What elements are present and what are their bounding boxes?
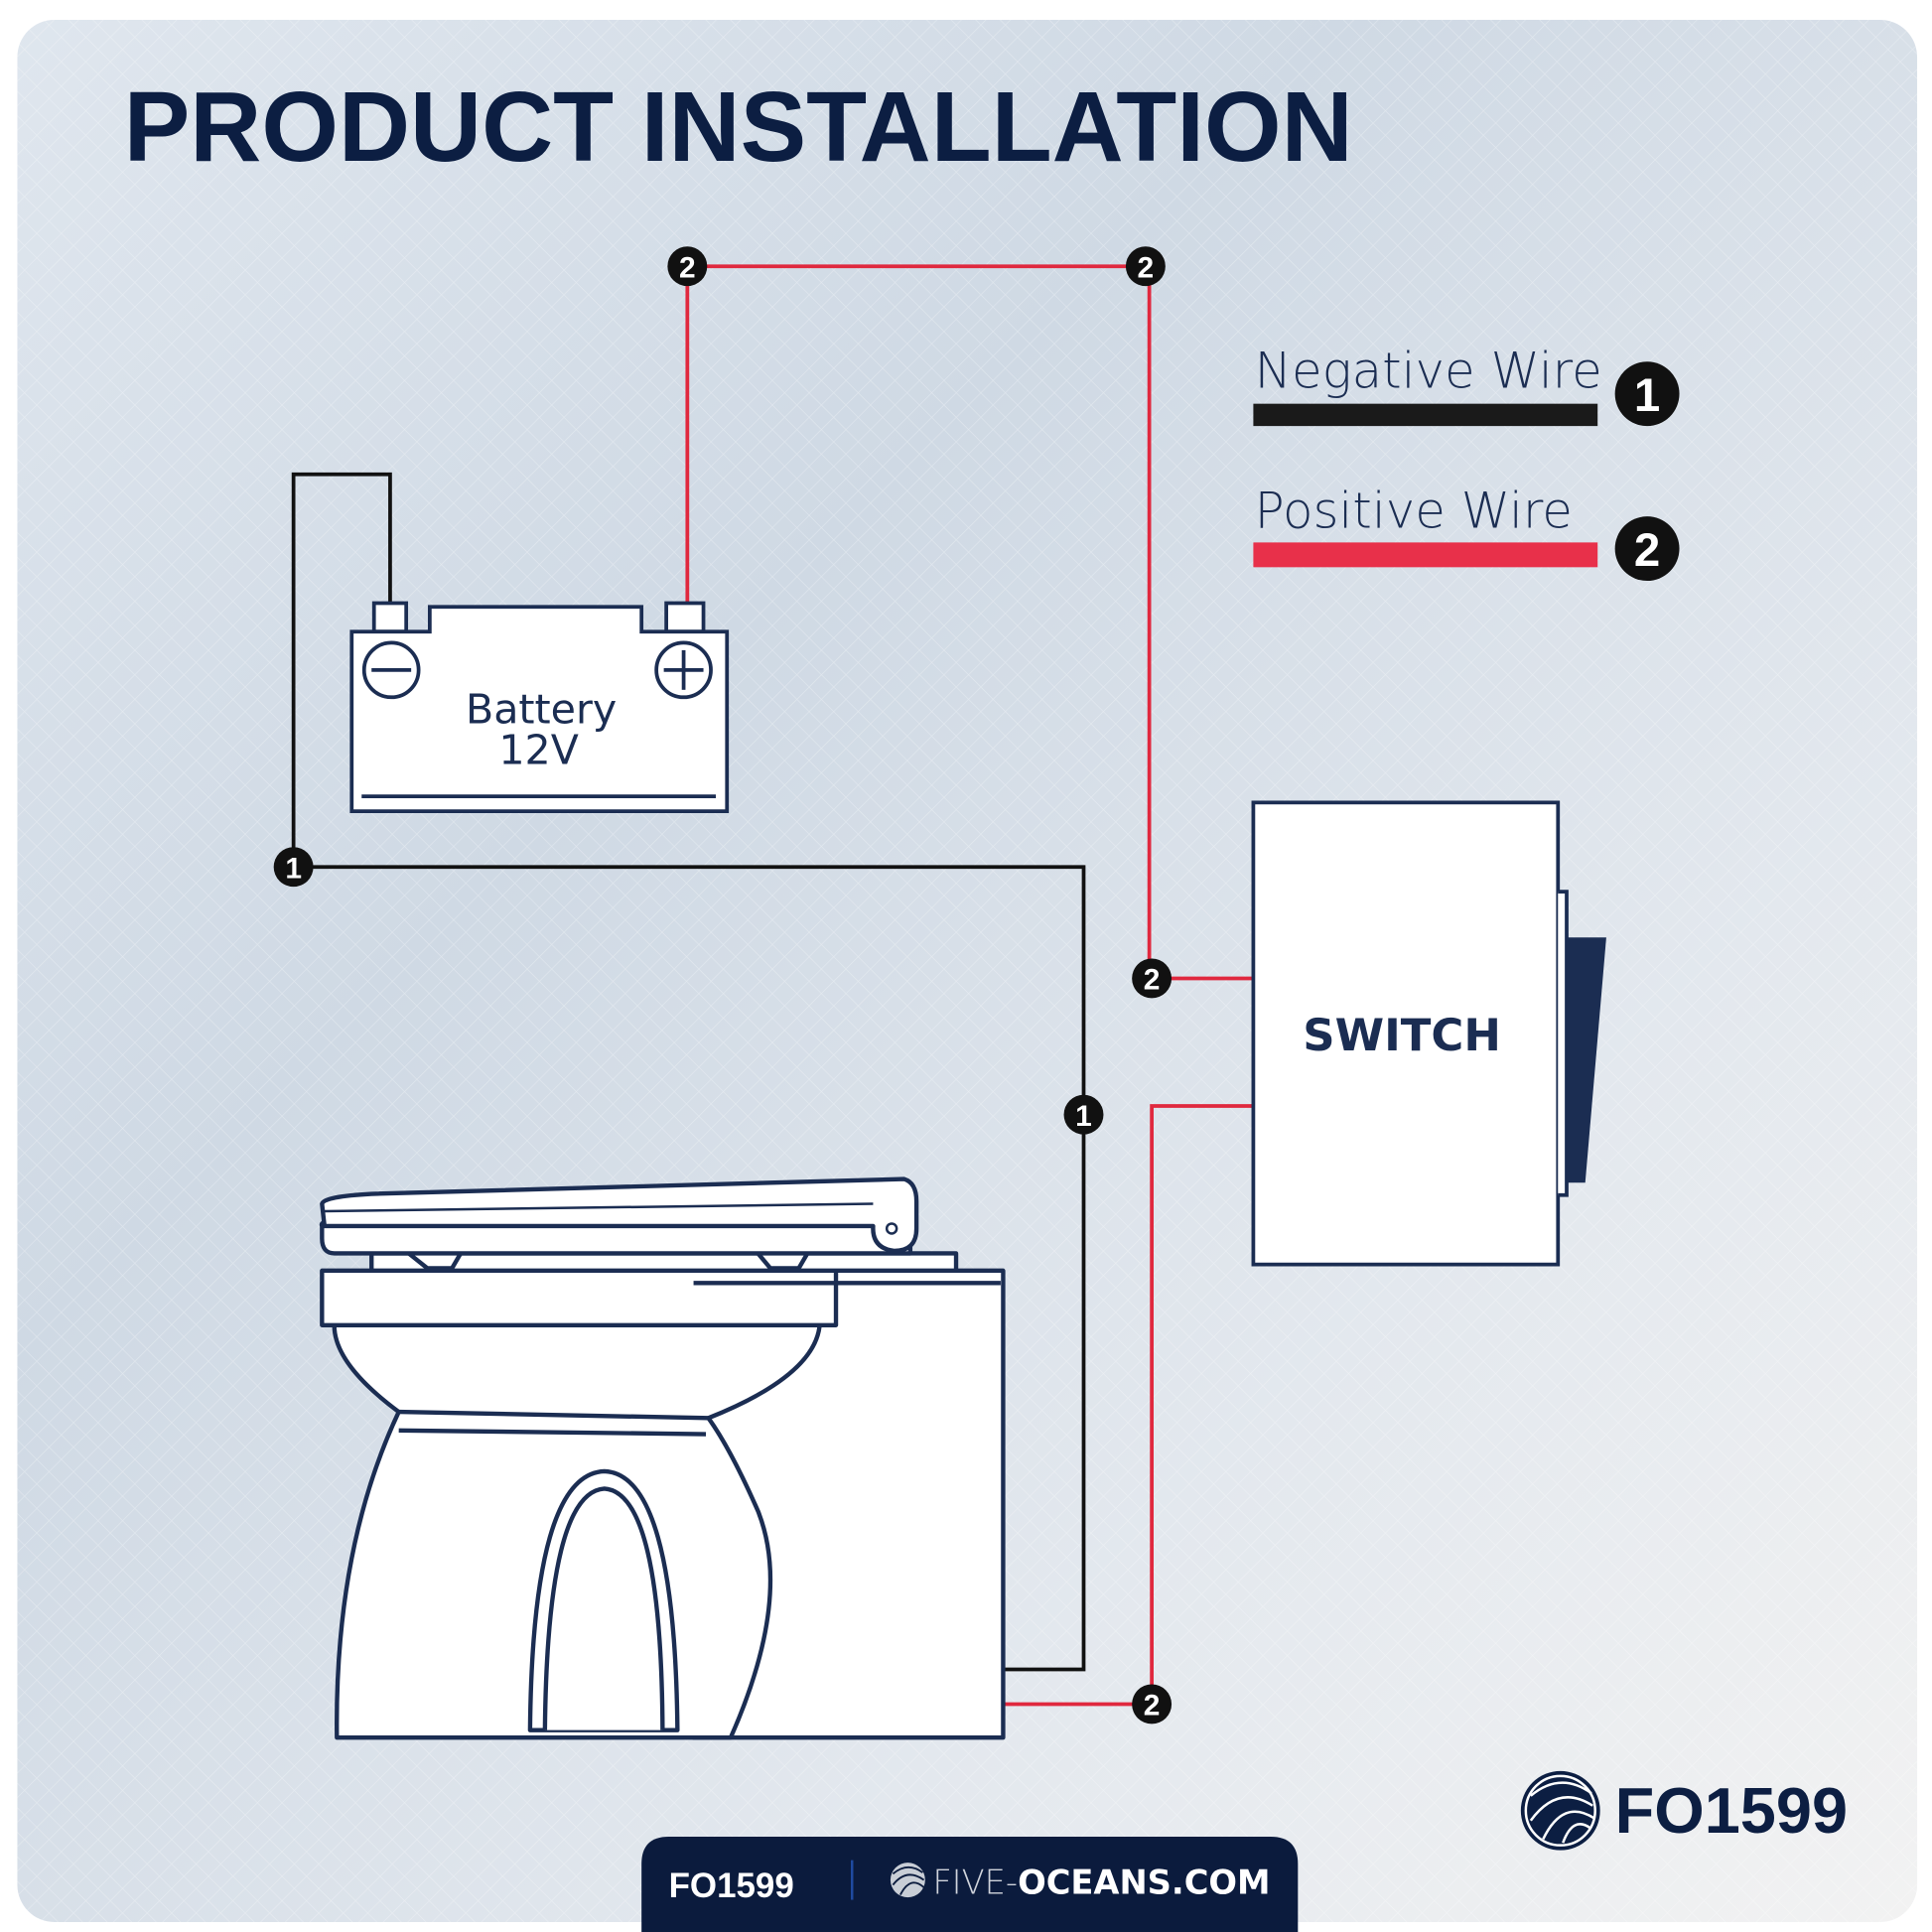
- badge-negative: 1: [273, 847, 314, 888]
- svg-text:2: 2: [679, 251, 696, 284]
- battery-label: Battery: [466, 686, 617, 734]
- toilet-icon: [319, 1176, 1006, 1740]
- footer-bar: FO1599 FIVE-OCEANS.COM: [641, 1836, 1299, 1932]
- legend-negative-label: Negative Wire: [1255, 342, 1602, 399]
- badge-negative: 1: [1063, 1094, 1104, 1135]
- legend-negative-number: 1: [1634, 369, 1660, 422]
- rocker-icon: [1567, 937, 1606, 1183]
- legend-positive-swatch: [1253, 542, 1598, 568]
- legend-negative-swatch: [1253, 403, 1598, 427]
- footer-website-link[interactable]: FIVE-OCEANS.COM: [932, 1863, 1270, 1901]
- legend-positive-label: Positive Wire: [1255, 482, 1573, 539]
- battery: [349, 601, 730, 813]
- switch-label: SWITCH: [1303, 1009, 1501, 1061]
- svg-text:2: 2: [1144, 964, 1161, 997]
- brand-logo-icon: [1520, 1770, 1600, 1851]
- positive-terminal: [664, 601, 706, 634]
- wire-badges: 2 2 1 2 1 2: [273, 246, 1173, 1725]
- badge-positive: 2: [1132, 958, 1173, 999]
- svg-text:2: 2: [1138, 251, 1155, 284]
- svg-text:2: 2: [1144, 1690, 1161, 1723]
- battery-voltage: 12V: [498, 727, 579, 774]
- product-code: FO1599: [1615, 1774, 1848, 1847]
- switch: [1251, 800, 1606, 1267]
- footer-logo-icon: [890, 1863, 925, 1898]
- legend: Negative Wire 1 Positive Wire 2: [1253, 342, 1680, 582]
- svg-text:1: 1: [1075, 1100, 1092, 1133]
- page-title: PRODUCT INSTALLATION: [124, 72, 1353, 183]
- svg-text:1: 1: [285, 852, 302, 885]
- badge-positive: 2: [1132, 1684, 1173, 1725]
- plus-icon: [654, 640, 713, 700]
- negative-terminal: [371, 601, 409, 634]
- legend-positive-number: 2: [1634, 524, 1660, 577]
- badge-positive: 2: [667, 246, 708, 287]
- footer-product-code: FO1599: [669, 1866, 794, 1905]
- positive-wire-switch-to-toilet: [1003, 1104, 1254, 1707]
- badge-positive: 2: [1125, 246, 1166, 287]
- minus-icon: [361, 640, 421, 700]
